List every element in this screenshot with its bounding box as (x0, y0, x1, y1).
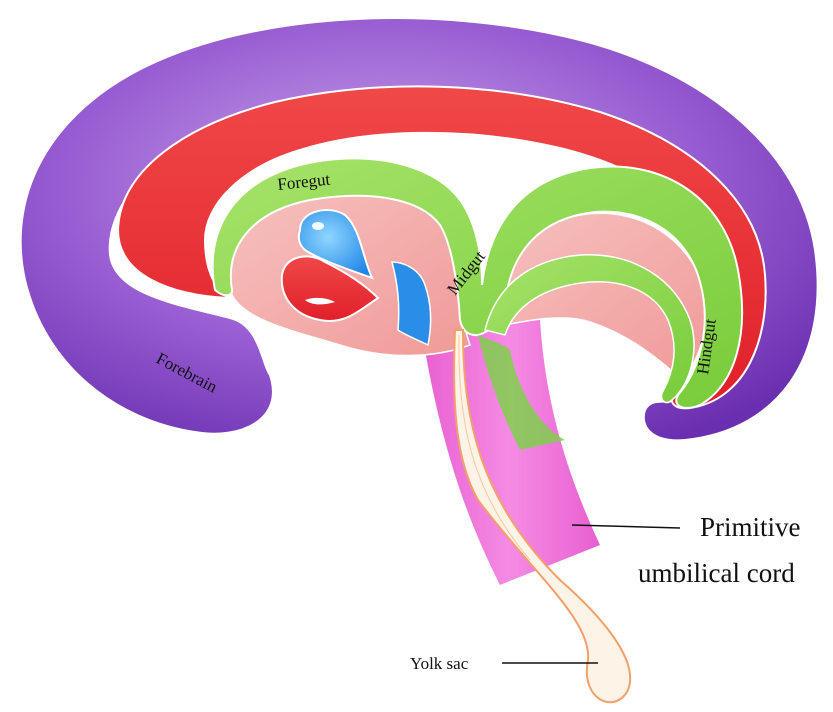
primitive-umbilical-cord-label-line1: Primitive (700, 512, 801, 542)
yolk-sac-label: Yolk sac (410, 654, 469, 673)
heart-highlight-blue (312, 222, 324, 230)
primitive-umbilical-cord-label-line2: umbilical cord (638, 558, 795, 588)
